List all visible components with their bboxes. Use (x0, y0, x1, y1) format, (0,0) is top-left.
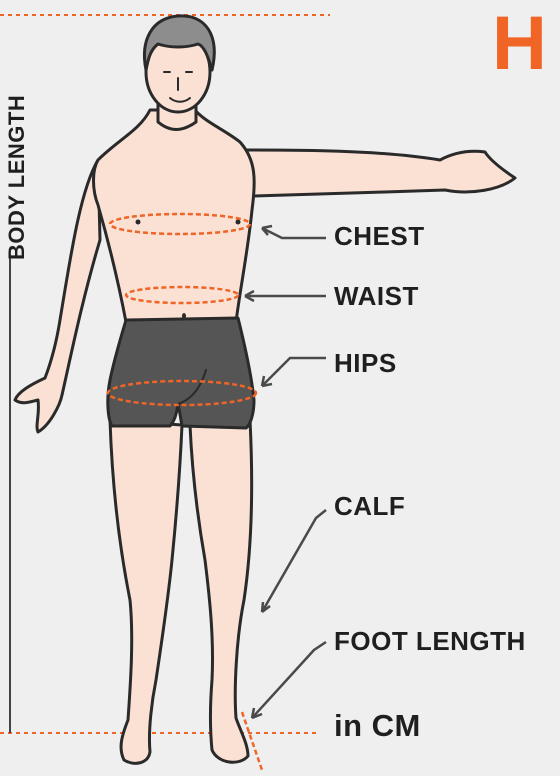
shorts (108, 318, 254, 428)
calf-arrow (262, 510, 326, 612)
foot-length-label: FOOT LENGTH (334, 626, 526, 657)
foot-arrow (252, 642, 326, 718)
hips-label: HIPS (334, 348, 397, 379)
chest-label: CHEST (334, 221, 425, 252)
hips-arrow (262, 358, 326, 386)
extended-arm (238, 150, 515, 196)
pointer-arrows (245, 226, 326, 718)
left-leg (110, 420, 182, 763)
waist-label: WAIST (334, 281, 419, 312)
calf-label: CALF (334, 491, 405, 522)
body-length-label: BODY LENGTH (4, 20, 38, 260)
right-leg (190, 420, 252, 762)
unit-label: in CM (334, 708, 421, 744)
chest-arrow (262, 228, 326, 238)
brand-title-fragment: H (492, 6, 547, 82)
